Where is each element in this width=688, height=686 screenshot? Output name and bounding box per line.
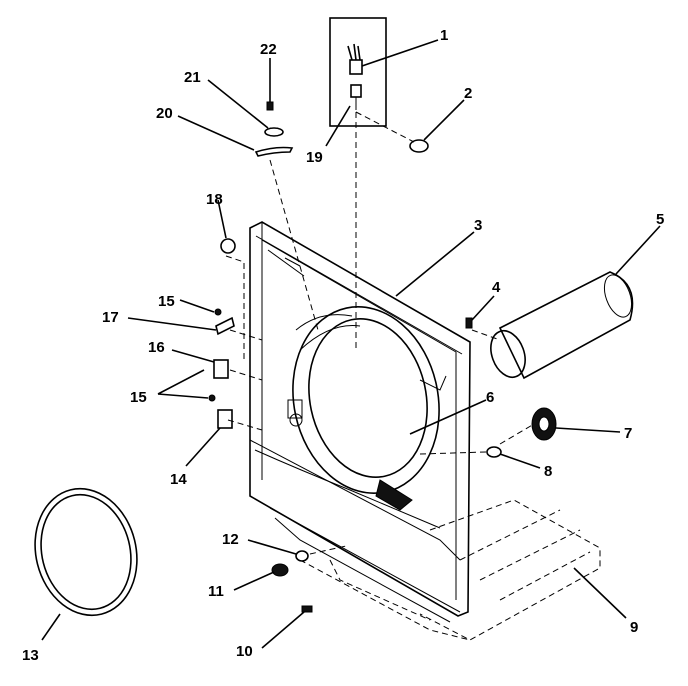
callout-16: 16	[148, 339, 165, 356]
pulley	[531, 407, 557, 441]
switch-16	[213, 359, 229, 379]
callout-labels: 1 2 3 4 5 6 7 8 9 10 11 12 13 14 15 15 1…	[22, 27, 664, 664]
callout-15-upper: 15	[158, 293, 175, 310]
leader-lines	[41, 39, 661, 649]
screw-15a	[214, 308, 222, 316]
assembly-lines	[225, 111, 535, 555]
callout-4: 4	[492, 279, 501, 296]
harness-box	[329, 17, 387, 127]
callout-9: 9	[630, 619, 638, 636]
callout-20: 20	[156, 105, 173, 122]
callout-14: 14	[170, 471, 187, 488]
callout-10: 10	[236, 643, 253, 660]
screw-10	[301, 605, 313, 613]
drum	[490, 271, 634, 380]
screw-15b	[208, 394, 216, 402]
pin-4	[465, 317, 473, 329]
callout-1: 1	[440, 27, 448, 44]
switch-14	[217, 409, 233, 429]
callout-3: 3	[474, 217, 482, 234]
screw-22	[266, 92, 274, 111]
callout-21: 21	[184, 69, 201, 86]
base-frame	[299, 499, 601, 641]
nut-12	[295, 550, 309, 562]
strip-20	[254, 146, 294, 157]
clip-21	[264, 127, 284, 137]
drive-belt	[34, 487, 138, 617]
callout-6: 6	[486, 389, 494, 406]
cap-2	[409, 139, 429, 153]
callout-13: 13	[22, 647, 39, 664]
washer	[486, 446, 502, 458]
callout-12: 12	[222, 531, 239, 548]
bracket-17	[215, 316, 235, 336]
nut-11	[271, 563, 289, 577]
front-panel	[249, 221, 471, 623]
callout-19: 19	[306, 149, 323, 166]
plug-18	[220, 238, 236, 254]
callout-2: 2	[464, 85, 472, 102]
callout-22: 22	[260, 41, 277, 58]
callout-15-lower: 15	[130, 389, 147, 406]
door-opening-ring	[287, 306, 440, 511]
callout-18: 18	[206, 191, 223, 208]
callout-17: 17	[102, 309, 119, 326]
callout-8: 8	[544, 463, 552, 480]
callout-11: 11	[208, 583, 224, 600]
callout-5: 5	[656, 211, 664, 228]
callout-7: 7	[624, 425, 632, 442]
